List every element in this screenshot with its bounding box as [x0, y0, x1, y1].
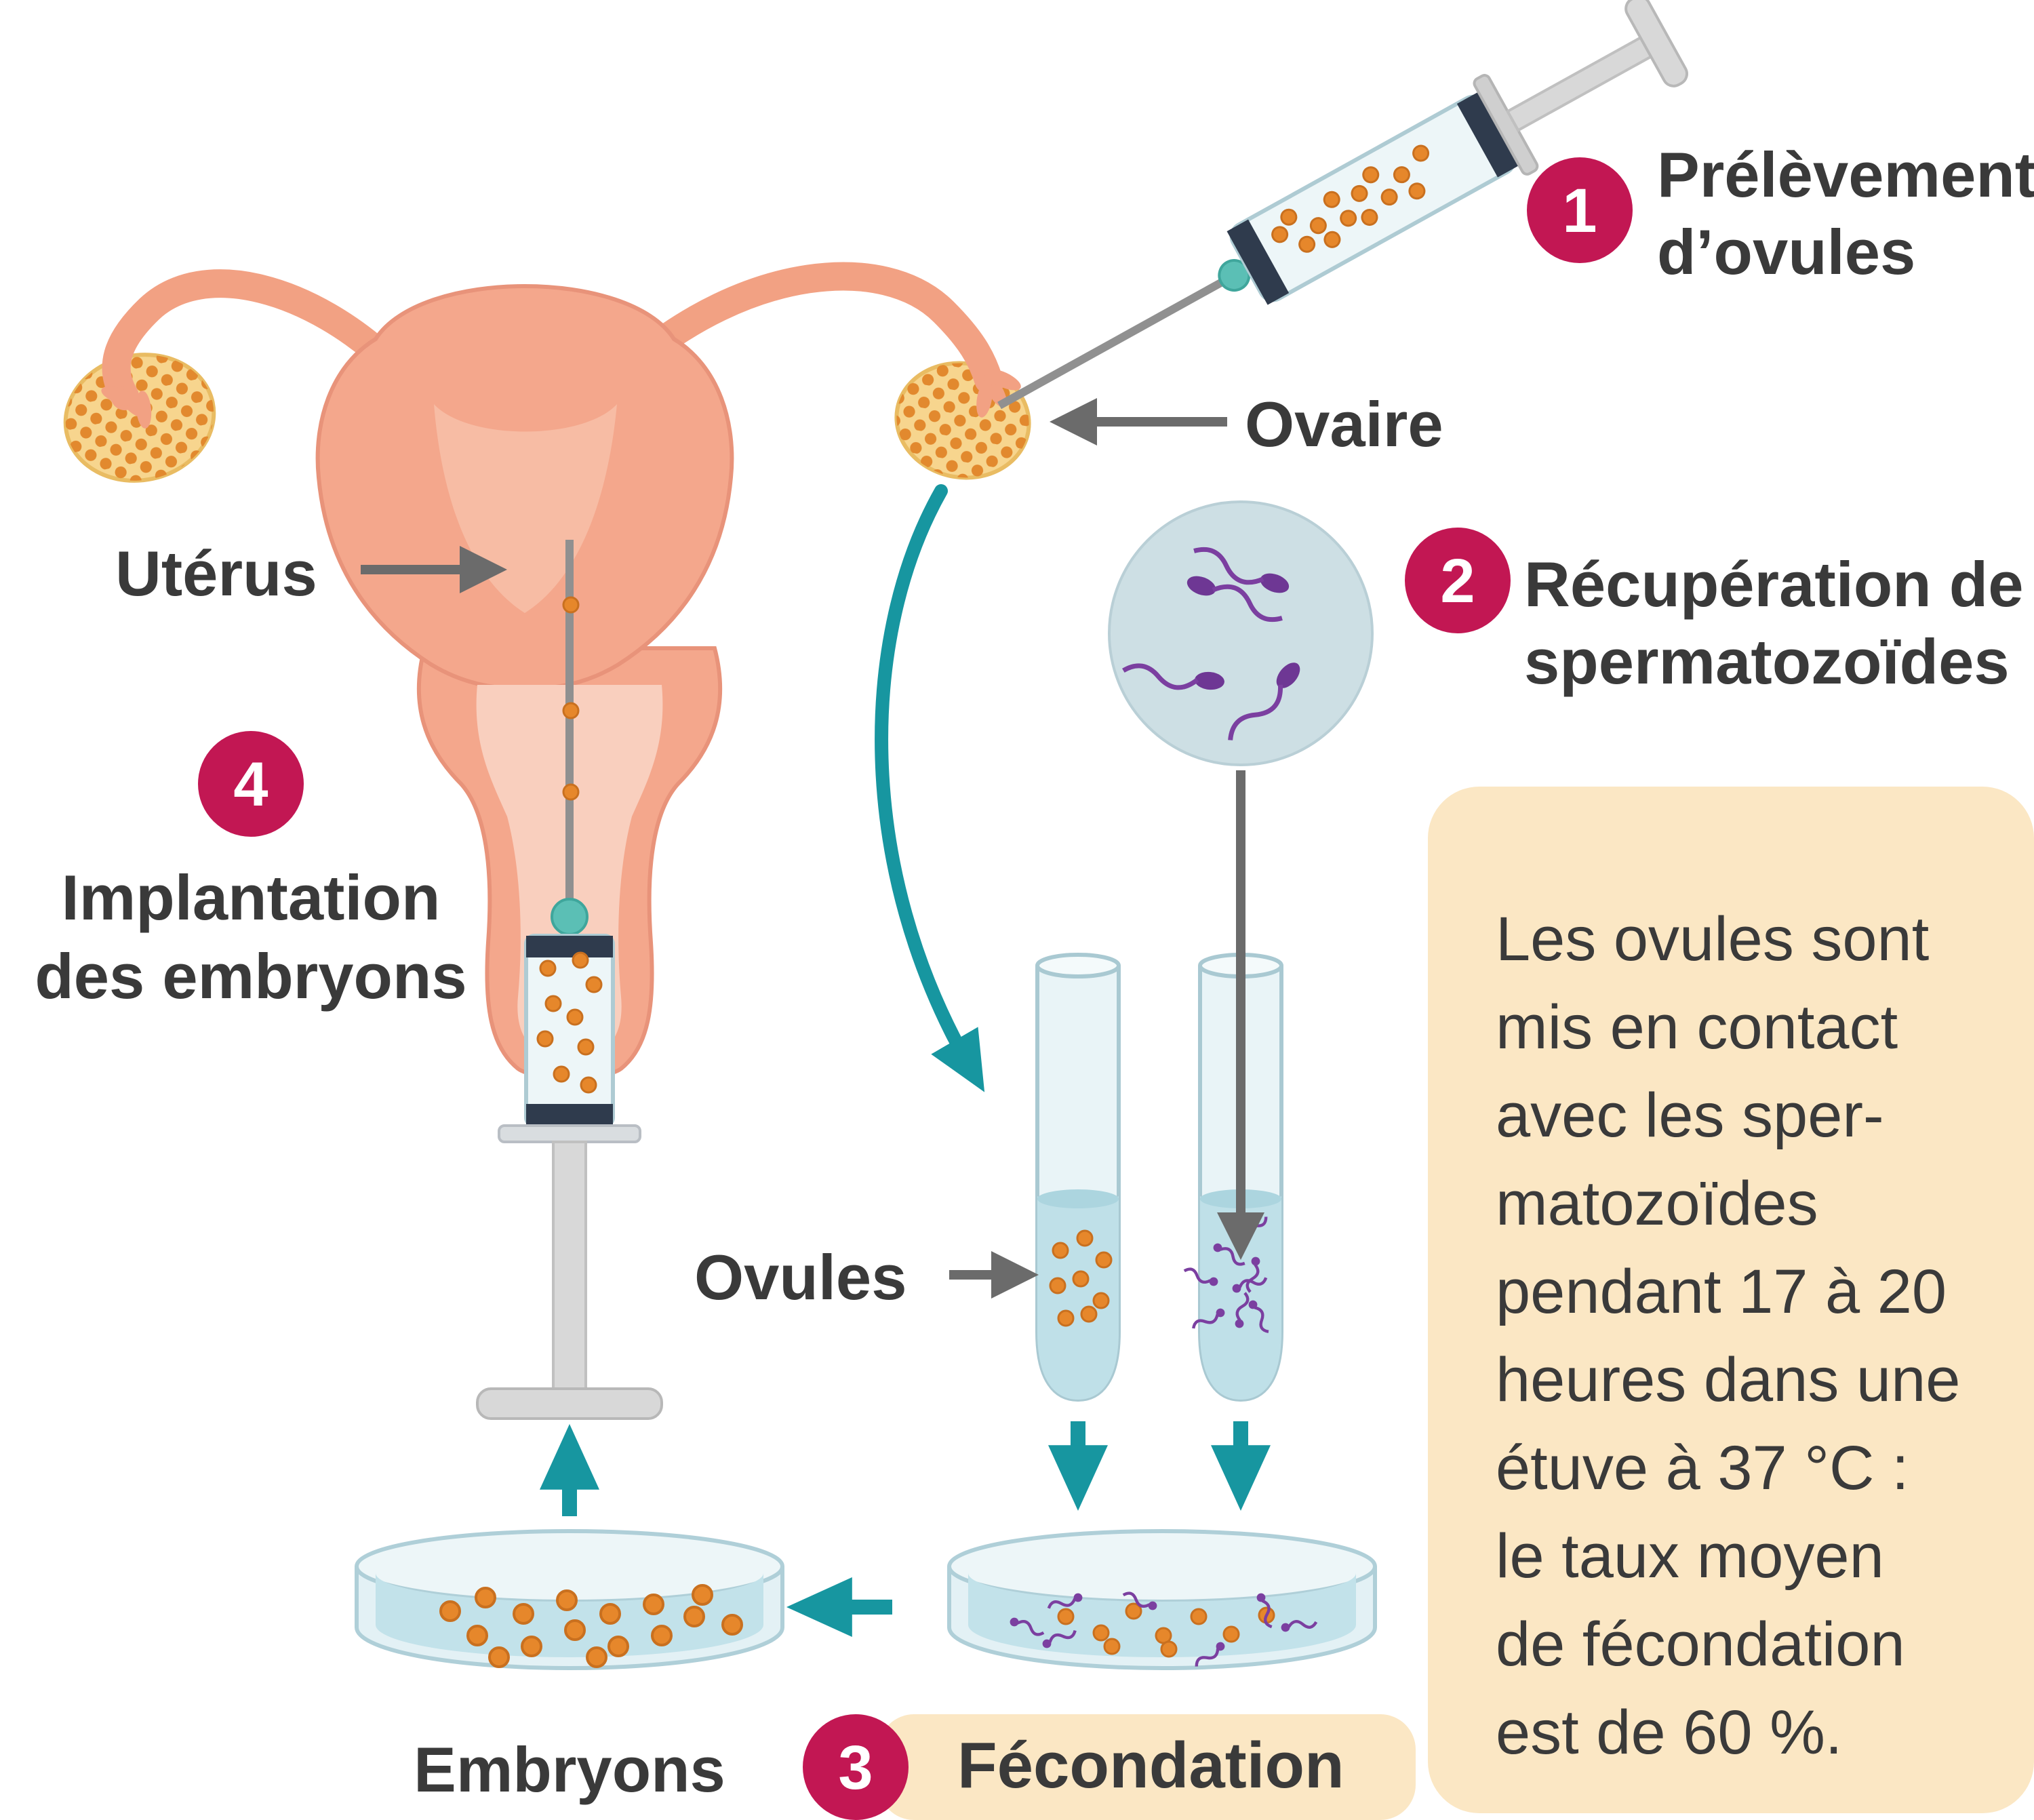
info-box: Les ovules sont mis en contact avec les …: [1428, 787, 2034, 1813]
implantation-syringe-icon: [476, 540, 663, 1420]
sperm-sample-circle-icon: [1108, 500, 1374, 766]
fimbriae-right: [976, 369, 1021, 418]
uterus-ovaries-icon: [63, 262, 1031, 1080]
step1-badge: 1: [1527, 157, 1633, 263]
diagram-artwork: [63, 0, 1688, 1749]
step3-badge: 3: [803, 1714, 909, 1820]
fallopian-tube-left: [102, 269, 407, 410]
test-tube-ovules-icon: [1035, 953, 1121, 1402]
step2-label: Récupération de spermatozoïdes: [1524, 548, 2024, 697]
test-tube-sperm-icon: [1183, 953, 1283, 1402]
uterus-label: Utérus: [115, 537, 317, 609]
fallopian-tube-right: [616, 262, 1003, 394]
step4-badge: 4: [198, 731, 304, 837]
step4-label: Implantation des embryons: [35, 861, 467, 1012]
egg-collection-syringe-icon: [997, 0, 1688, 410]
fecondation-pill: Fécondation: [879, 1714, 1416, 1820]
step1-label: Prélèvement d’ovules: [1657, 138, 2034, 288]
ivf-diagram: 1 Prélèvement d’ovules Ovaire 2 Récupéra…: [35, 0, 2034, 1820]
embryos-label: Embryons: [414, 1733, 725, 1805]
petri-dish-fertilization-icon: [947, 1529, 1377, 1669]
ovary-label: Ovaire: [1245, 388, 1443, 460]
ovules-transfer-arrow: [875, 484, 985, 1092]
petri-dish-embryos-icon: [355, 1529, 784, 1670]
step2-badge: 2: [1405, 528, 1511, 633]
ovary-right-icon: [894, 361, 1031, 480]
info-box-text: Les ovules sont mis en contact avec les …: [1496, 903, 1961, 1767]
fimbriae-left: [101, 386, 152, 429]
ovules-label: Ovules: [694, 1241, 907, 1313]
step3-label: Fécondation: [957, 1730, 1344, 1802]
